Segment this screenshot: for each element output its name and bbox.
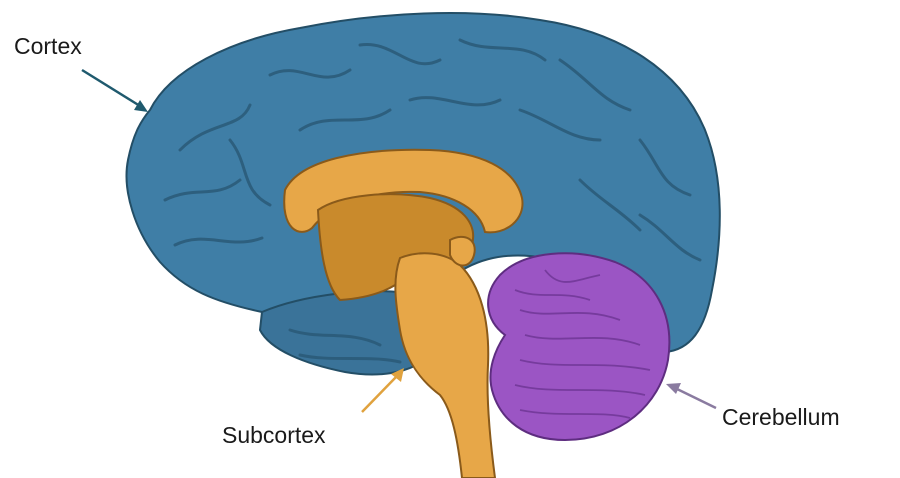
subcortex-region xyxy=(283,148,524,478)
cortex-label: Cortex xyxy=(14,33,82,59)
cerebellum-region xyxy=(487,252,671,442)
subcortex-label: Subcortex xyxy=(222,422,326,448)
cortex-arrow xyxy=(81,68,148,112)
cerebellum-arrow xyxy=(666,383,717,410)
cerebellum-label: Cerebellum xyxy=(722,404,840,430)
subcortex-arrow xyxy=(361,368,404,413)
